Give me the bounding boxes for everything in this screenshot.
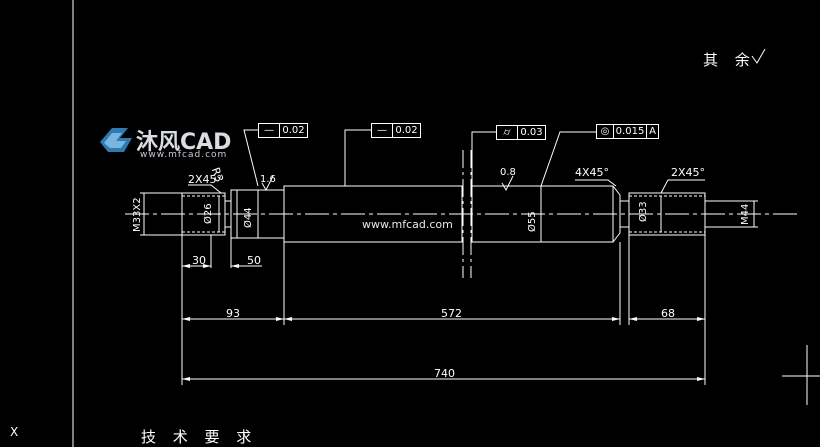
diameter-33-label: Ø33 bbox=[638, 201, 649, 222]
other-surfaces-note: 其 余 bbox=[703, 51, 756, 69]
tolerance-value: 0.02 bbox=[392, 124, 420, 137]
tolerance-value: 0.03 bbox=[517, 126, 545, 139]
datum-letter: A bbox=[646, 125, 658, 138]
chamfer-left-label: 2X45° bbox=[188, 173, 223, 186]
thread-left-label: M33X2 bbox=[132, 197, 143, 232]
length-50-label: 50 bbox=[247, 254, 261, 267]
leader-lines bbox=[188, 129, 705, 194]
corner-mark: X bbox=[10, 425, 19, 439]
tolerance-frame-3[interactable]: ⌭ 0.03 bbox=[496, 125, 546, 140]
dimension-lines bbox=[143, 186, 755, 380]
length-93-label: 93 bbox=[226, 307, 240, 320]
watermark-logo-text: 沐风CAD bbox=[136, 130, 232, 155]
roughness-symbols bbox=[261, 48, 766, 192]
flatness-icon: — bbox=[264, 125, 274, 136]
tolerance-frame-1[interactable]: — 0.02 bbox=[258, 123, 308, 138]
thread-right-label: M44 bbox=[740, 203, 751, 225]
diameter-55-label: Ø55 bbox=[527, 211, 538, 232]
roughness-left-label: 1.6 bbox=[260, 174, 276, 185]
extension-lines bbox=[140, 192, 758, 385]
roughness-middle-label: 0.8 bbox=[500, 167, 516, 178]
watermark-logo-url: www.mfcad.com bbox=[140, 150, 228, 160]
concentricity-icon: ◎ bbox=[600, 126, 610, 137]
length-68-label: 68 bbox=[661, 307, 675, 320]
flatness-icon: — bbox=[377, 125, 387, 136]
tolerance-frame-4[interactable]: ◎ 0.015 A bbox=[596, 124, 659, 139]
length-30-label: 30 bbox=[192, 254, 206, 267]
diameter-44-label: Ø44 bbox=[243, 207, 254, 228]
chamfer-middle-label: 4X45° bbox=[575, 166, 610, 179]
watermark-logo-icon bbox=[100, 128, 132, 152]
shaft-outline bbox=[181, 185, 706, 243]
crosshair-cursor bbox=[782, 345, 820, 405]
chamfer-right-label: 2X45° bbox=[671, 166, 706, 179]
tolerance-value: 0.015 bbox=[613, 125, 646, 138]
tolerance-frame-2[interactable]: — 0.02 bbox=[371, 123, 421, 138]
technical-requirements-heading: 技 术 要 求 bbox=[141, 428, 258, 446]
watermark-center-url: www.mfcad.com bbox=[360, 218, 455, 231]
length-572-label: 572 bbox=[441, 307, 462, 320]
arrowheads bbox=[182, 264, 705, 381]
cylindricity-icon: ⌭ bbox=[503, 127, 511, 138]
diameter-26-label: Ø26 bbox=[203, 203, 214, 224]
length-740-label: 740 bbox=[434, 367, 455, 380]
tolerance-value: 0.02 bbox=[279, 124, 307, 137]
